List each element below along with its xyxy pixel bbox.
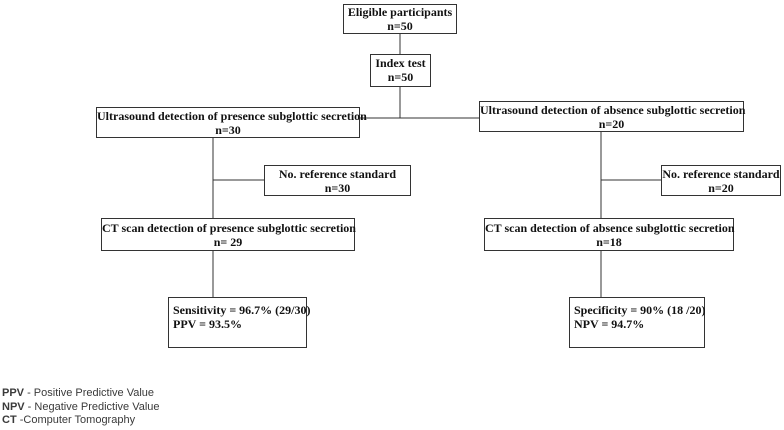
eligible-participants-label: Eligible participants xyxy=(347,5,453,19)
npv-value: NPV = 94.7% xyxy=(574,317,645,331)
reference-standard-right-box: No. reference standard n=20 xyxy=(661,165,781,196)
ultrasound-absence-count: n=20 xyxy=(598,117,625,131)
abbreviation-legend: PPV - Positive Predictive Value NPV - Ne… xyxy=(2,387,160,428)
legend-text: - Positive Predictive Value xyxy=(24,387,155,399)
ultrasound-absence-box: Ultrasound detection of absence subglott… xyxy=(479,101,746,132)
legend-item-npv: NPV - Negative Predictive Value xyxy=(2,401,160,415)
reference-standard-left-box: No. reference standard n=30 xyxy=(264,165,411,196)
legend-item-ct: CT -Computer Tomography xyxy=(2,414,160,428)
specificity-value: Specificity = 90% (18 /20) xyxy=(574,303,706,317)
ct-absence-label: CT scan detection of absence subglottic … xyxy=(485,221,735,235)
legend-text: - Negative Predictive Value xyxy=(24,400,160,413)
legend-abbr: NPV xyxy=(2,400,25,413)
reference-standard-right-count: n=20 xyxy=(708,181,734,195)
sensitivity-result-box: Sensitivity = 96.7% (29/30) PPV = 93.5% xyxy=(168,297,311,348)
ct-presence-label: CT scan detection of presence subglottic… xyxy=(102,221,356,235)
ppv-value: PPV = 93.5% xyxy=(173,317,242,331)
index-test-box: Index test n=50 xyxy=(370,54,431,87)
ct-presence-count: n= 29 xyxy=(213,235,243,249)
eligible-participants-box: Eligible participants n=50 xyxy=(343,4,457,34)
legend-abbr: CT xyxy=(2,414,17,426)
index-test-count: n=50 xyxy=(387,70,414,84)
legend-text: -Computer Tomography xyxy=(16,414,136,426)
ultrasound-presence-label: Ultrasound detection of presence subglot… xyxy=(97,109,367,123)
legend-item-ppv: PPV - Positive Predictive Value xyxy=(2,387,160,401)
ct-absence-count: n=18 xyxy=(596,235,622,249)
sensitivity-value: Sensitivity = 96.7% (29/30) xyxy=(173,303,311,317)
ultrasound-absence-label: Ultrasound detection of absence subglott… xyxy=(480,103,746,117)
specificity-result-box: Specificity = 90% (18 /20) NPV = 94.7% xyxy=(569,297,705,348)
ct-absence-box: CT scan detection of absence subglottic … xyxy=(484,218,735,251)
reference-standard-left-count: n=30 xyxy=(324,181,351,195)
ct-presence-box: CT scan detection of presence subglottic… xyxy=(101,218,356,251)
eligible-participants-count: n=50 xyxy=(387,19,413,33)
reference-standard-right-label: No. reference standard xyxy=(662,167,780,181)
index-test-label: Index test xyxy=(375,56,426,70)
legend-abbr: PPV xyxy=(2,387,25,399)
ultrasound-presence-count: n=30 xyxy=(215,123,241,137)
ultrasound-presence-box: Ultrasound detection of presence subglot… xyxy=(96,107,367,138)
reference-standard-left-label: No. reference standard xyxy=(278,167,397,181)
